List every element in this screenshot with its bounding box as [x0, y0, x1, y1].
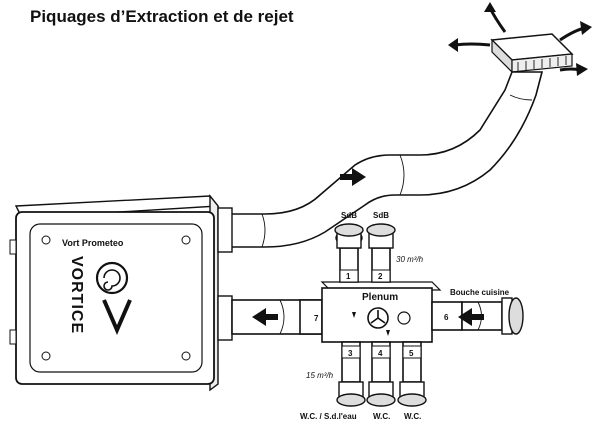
flow-arrow-icon: [340, 168, 366, 186]
page-title: Piquages d’Extraction et de rejet: [30, 7, 294, 26]
port-number-3: 3: [348, 349, 353, 358]
port-number-6: 6: [444, 313, 449, 322]
port-number-4: 4: [378, 349, 383, 358]
unit-brand-label: Vort Prometeo: [62, 238, 124, 248]
watermark: leboncoin: [515, 9, 566, 23]
ventilation-unit: Vort Prometeo VORTICE: [9, 194, 220, 392]
flow-arrow-icon: [252, 308, 278, 326]
outlet-label-wc-1: W.C.: [373, 412, 390, 421]
bottom-outlet-5: 5: [397, 341, 427, 407]
plenum-box: Plenum: [320, 281, 442, 343]
bottom-outlet-3: 3: [336, 341, 366, 407]
flow-label-bottom: 15 m³/h: [306, 371, 334, 380]
exhaust-duct: [221, 71, 544, 248]
port-number-7: 7: [314, 314, 319, 323]
unit-logo-text: VORTICE: [68, 256, 85, 334]
outlet-label-wc-sdeau: W.C. / S.d.l'eau: [300, 412, 357, 421]
port-number-2: 2: [378, 272, 383, 281]
fan-symbol-icon: [367, 307, 389, 329]
outlet-label-bouche-cuisine: Bouche cuisine: [450, 288, 510, 297]
vortice-logo-icon: [95, 261, 132, 336]
plenum-title: Plenum: [362, 292, 398, 303]
roof-outlet-icon: [448, 2, 592, 76]
outlet-label-wc-2: W.C.: [404, 412, 421, 421]
port-number-1: 1: [346, 272, 351, 281]
bottom-outlet-4: 4: [366, 341, 396, 407]
flow-label-top: 30 m³/h: [396, 255, 424, 264]
flow-arrow-icon: [458, 308, 484, 326]
top-outlet-1: 1: [334, 223, 364, 283]
outlet-label-sdb-2: SdB: [373, 211, 389, 220]
right-outlet: 6: [431, 297, 524, 335]
port-number-5: 5: [409, 349, 414, 358]
top-outlet-2: 2: [366, 223, 396, 283]
outlet-label-sdb-1: SdB: [341, 211, 357, 220]
